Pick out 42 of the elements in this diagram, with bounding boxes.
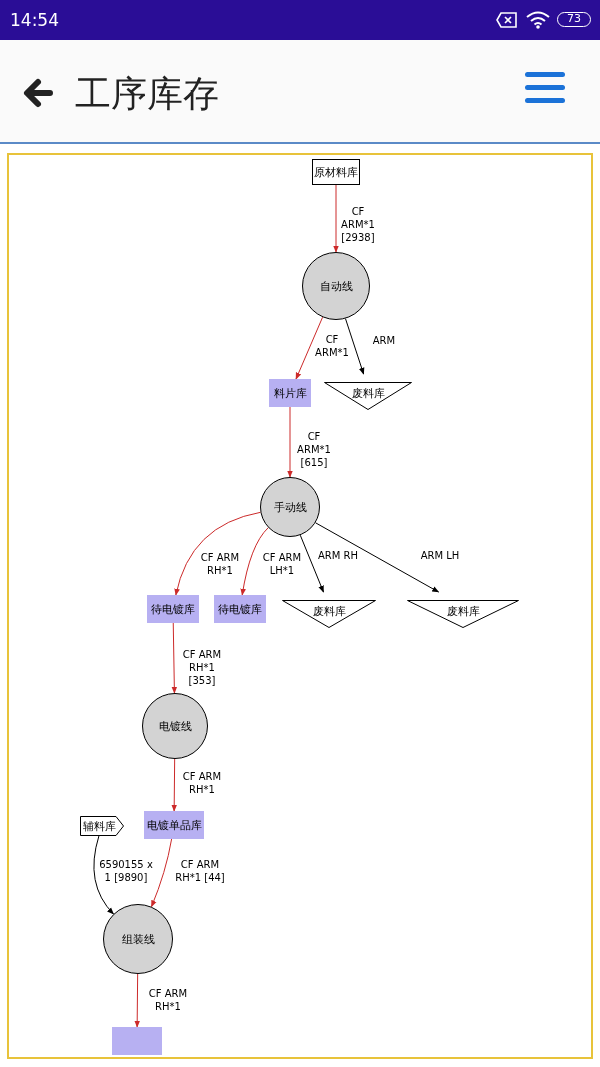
- edge-label: CF ARM RH*1: [181, 770, 223, 796]
- edge-label: CF ARM*1 [2938]: [340, 205, 376, 244]
- arrow: [287, 406, 293, 478]
- store-box: 待电镀库: [214, 595, 266, 623]
- edge-label: ARM: [371, 334, 397, 347]
- edge-label: CF ARM RH*1 [353]: [181, 648, 223, 687]
- arrow: [240, 527, 269, 596]
- arrow: [151, 838, 173, 908]
- edge-label: 6590155 x 1 [9890]: [98, 858, 154, 884]
- edge-label: CF ARM LH*1: [261, 551, 303, 577]
- arrow: [295, 316, 324, 380]
- edge-label: CF ARM RH*1 [44]: [174, 858, 226, 884]
- arrow: [333, 184, 339, 253]
- process-circle: 电镀线: [142, 693, 208, 759]
- arrow: [299, 534, 324, 593]
- process-circle: 自动线: [302, 252, 370, 320]
- scrap-triangle: 废料库: [407, 600, 519, 628]
- scrap-triangle: 废料库: [324, 382, 412, 410]
- arrow: [174, 511, 261, 596]
- edge-label: ARM RH: [318, 549, 356, 562]
- arrow: [93, 835, 114, 915]
- scrap-triangle: 废料库: [282, 600, 376, 628]
- process-circle: 组装线: [103, 904, 173, 974]
- store-box: [112, 1027, 162, 1055]
- page-title: 工序库存: [75, 72, 219, 116]
- process-circle: 手动线: [260, 477, 320, 537]
- store-box: 电镀单品库: [144, 811, 204, 839]
- edge-label: CF ARM RH*1: [199, 551, 241, 577]
- clock-text: 14:54: [10, 10, 59, 30]
- arrow: [345, 318, 365, 375]
- store-box: 料片库: [269, 379, 311, 407]
- edge-label: CF ARM*1 [615]: [296, 430, 332, 469]
- store-box: 待电镀库: [147, 595, 199, 623]
- arrow: [134, 973, 140, 1028]
- store-box: 原材料库: [312, 159, 360, 185]
- arrow: [171, 758, 177, 812]
- input-tag: 辅料库: [80, 816, 124, 836]
- edge-label: CF ARM RH*1: [147, 987, 189, 1013]
- edge-label: CF ARM*1: [315, 333, 349, 359]
- arrow: [315, 522, 440, 593]
- edge-label: ARM LH: [419, 549, 461, 562]
- arrow: [171, 622, 178, 694]
